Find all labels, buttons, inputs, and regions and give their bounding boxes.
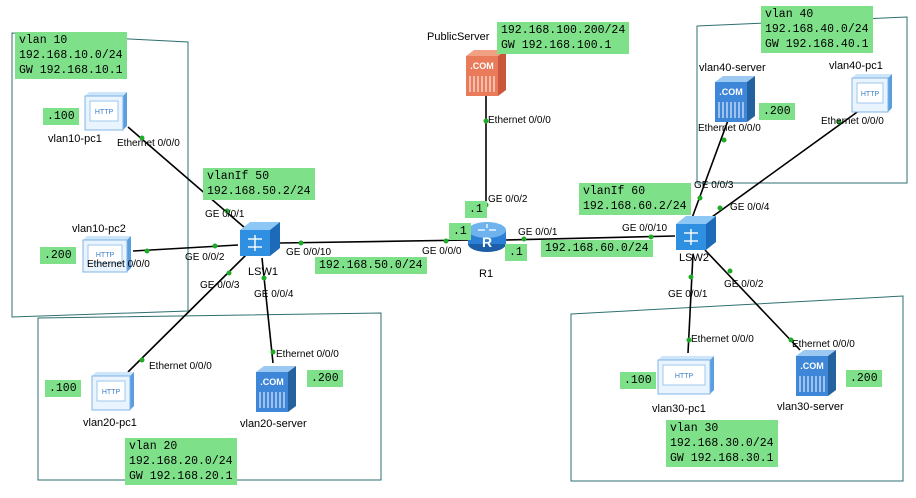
port-label: Ethernet 0/0/0 [698, 123, 761, 134]
vlan40-pc1-label: vlan40-pc1 [829, 60, 883, 72]
vlan10-pc2-icon[interactable]: HTTP [82, 236, 131, 273]
link-lsw2-vlan30server [704, 249, 801, 351]
vlan20-server-addr: .200 [307, 370, 343, 387]
lsw2-label: LSW2 [679, 252, 709, 264]
vlan20-pc1-addr: .100 [45, 380, 81, 397]
port-label: GE 0/0/10 [622, 223, 668, 234]
svg-text:.COM: .COM [800, 361, 824, 371]
link-r1-lsw1 [279, 239, 471, 244]
vlan40-server-addr: .200 [759, 103, 795, 120]
vlan10-pc2-label: vlan10-pc2 [72, 223, 126, 235]
port-label: GE 0/0/2 [724, 279, 764, 290]
svg-text:.COM: .COM [260, 377, 284, 387]
lsw1-label: LSW1 [248, 266, 278, 278]
port-label: GE 0/0/4 [254, 289, 294, 300]
vlan30-server-addr: .200 [846, 370, 882, 387]
vlan10-pc2-addr: .200 [40, 247, 76, 264]
link-r1-lsw2 [504, 235, 676, 241]
vlan10-pc1-icon[interactable]: HTTP [84, 92, 127, 131]
port-label: Ethernet 0/0/0 [117, 138, 180, 149]
router-r1-icon[interactable]: R [468, 222, 506, 252]
vlan40-pc1-icon[interactable]: HTTP [851, 74, 892, 113]
vlan30-pc1-label: vlan30-pc1 [652, 403, 706, 415]
vlan20-server-label: vlan20-server [240, 418, 307, 430]
port-label: GE 0/0/3 [200, 280, 240, 291]
svg-text:HTTP: HTTP [96, 252, 115, 259]
public-server-icon[interactable]: .COM [466, 50, 506, 96]
port-label: GE 0/0/4 [730, 202, 770, 213]
port-label: GE 0/0/0 [422, 246, 462, 257]
vlan20-pc1-icon[interactable]: HTTP [91, 372, 134, 411]
port-label: Ethernet 0/0/0 [691, 334, 754, 345]
r1-up-addr: .1 [465, 201, 487, 218]
link-lsw2-vlan40server [691, 114, 731, 219]
vlan20-pc1-label: vlan20-pc1 [83, 417, 137, 429]
r1-right-addr: .1 [505, 244, 527, 261]
port-label: Ethernet 0/0/0 [792, 339, 855, 350]
port-label: GE 0/0/2 [185, 252, 225, 263]
vlan40-server-icon[interactable]: .COM [715, 76, 755, 122]
port-label: Ethernet 0/0/0 [488, 115, 551, 126]
link-lsw1-vlan10pc2 [132, 244, 239, 252]
switch-lsw2-icon[interactable] [676, 216, 716, 250]
svg-text:HTTP: HTTP [675, 373, 694, 380]
port-label: Ethernet 0/0/0 [276, 349, 339, 360]
svg-text:HTTP: HTTP [95, 109, 114, 116]
port-label: GE 0/0/10 [286, 247, 332, 258]
link-lsw1-vlan20server [261, 257, 274, 364]
net50-note: 192.168.50.0/24 [315, 257, 427, 274]
vlan30-server-icon[interactable]: .COM [796, 350, 836, 396]
svg-text:HTTP: HTTP [861, 91, 880, 98]
public-server-label: PublicServer [427, 31, 490, 43]
vlan30-pc1-icon[interactable]: HTTP [657, 356, 714, 395]
r1-left-addr: .1 [449, 223, 471, 240]
vlan30-pc1-addr: .100 [620, 372, 656, 389]
link-lsw2-vlan40pc1 [704, 109, 861, 223]
vlan20-server-icon[interactable]: .COM [256, 366, 296, 412]
port-label: GE 0/0/1 [518, 227, 558, 238]
vlan20-area [37, 312, 382, 481]
port-label: Ethernet 0/0/0 [149, 361, 212, 372]
port-label: GE 0/0/2 [488, 194, 528, 205]
vlan10-pc1-addr: .100 [43, 108, 79, 125]
switch-lsw1-icon[interactable] [240, 222, 280, 256]
port-label: GE 0/0/1 [205, 209, 245, 220]
link-lsw2-vlan30pc1 [687, 253, 694, 354]
vlan10-area [11, 32, 189, 318]
vlan30-area [570, 295, 904, 482]
vlan40-server-label: vlan40-server [699, 62, 766, 74]
svg-text:R: R [482, 234, 492, 250]
port-label: Ethernet 0/0/0 [87, 259, 150, 270]
link-lsw1-vlan20pc1 [127, 254, 247, 373]
svg-text:HTTP: HTTP [102, 389, 121, 396]
port-label: GE 0/0/1 [668, 289, 708, 300]
svg-text:.COM: .COM [470, 61, 494, 71]
svg-text:.COM: .COM [719, 87, 743, 97]
vlan30-server-label: vlan30-server [777, 401, 844, 413]
port-label: GE 0/0/3 [694, 180, 734, 191]
r1-label: R1 [479, 268, 494, 280]
vlan10-pc1-label: vlan10-pc1 [48, 133, 102, 145]
port-label: Ethernet 0/0/0 [821, 116, 884, 127]
net60-note: 192.168.60.0/24 [541, 240, 653, 257]
